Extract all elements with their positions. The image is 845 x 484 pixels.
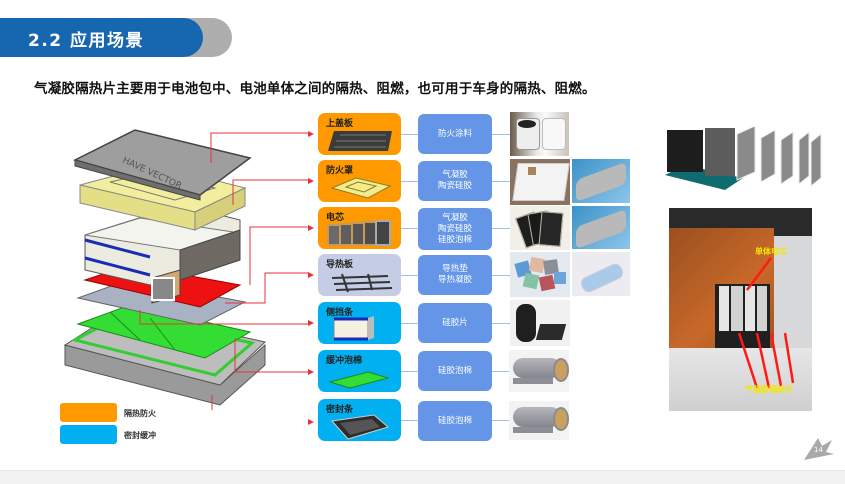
- thermal-plate-icon: [331, 273, 393, 293]
- connector-line: [492, 371, 510, 372]
- thermal-gel-photo: [572, 252, 630, 296]
- annotation-arrows: [737, 257, 795, 389]
- seal-strip-icon: [331, 414, 390, 440]
- arrow-head-icon: [308, 225, 314, 231]
- page-number-arrow-icon: [804, 438, 834, 460]
- arrow-head-icon: [308, 320, 314, 326]
- connector-line: [401, 134, 418, 135]
- component-top-cover: 上盖板: [318, 113, 401, 155]
- connector-line: [401, 323, 418, 324]
- connector-line: [401, 181, 418, 182]
- cell-module-render: [665, 125, 822, 190]
- connector-line: [492, 420, 510, 421]
- connector-line: [492, 181, 510, 182]
- section-title: 2.2 应用场景: [28, 31, 145, 51]
- battery-cells-icon: [327, 220, 391, 246]
- buffer-foam-icon: [328, 371, 390, 389]
- aerogel-sheet-annotation: 气凝胶隔热片: [745, 385, 793, 394]
- component-label: 防火罩: [326, 166, 354, 176]
- connector-line: [492, 228, 510, 229]
- material-box: 硅胶泡棉: [418, 401, 492, 441]
- material-box: 防火涂料: [418, 114, 492, 154]
- aerogel-sheets-photo: [510, 206, 570, 250]
- connector-line: [401, 420, 418, 421]
- arrow-head-icon: [308, 131, 314, 137]
- aerogel-sheet-roll-photo: [572, 206, 630, 249]
- component-label: 密封条: [326, 405, 354, 415]
- component-seal-strip: 密封条: [318, 399, 401, 441]
- battery-pack-exploded-diagram: HAVE VECTOR: [63, 129, 308, 410]
- material-box: 气凝胶陶瓷硅胶: [418, 161, 492, 201]
- installed-aerogel-photo: 单体电芯 气凝胶隔热片: [669, 208, 812, 411]
- material-box: 气凝胶陶瓷硅胶硅胶泡棉: [418, 208, 492, 250]
- component-label: 导热板: [326, 260, 354, 270]
- buffer-foam-layer: [76, 304, 252, 359]
- page-number: 14: [814, 446, 823, 454]
- component-cell: 电芯: [318, 207, 401, 249]
- material-box: 硅胶泡棉: [418, 351, 492, 391]
- ceramic-silicone-tray-photo: [510, 159, 570, 205]
- aerogel-sheet-roll-photo: [572, 159, 630, 203]
- thermal-pads-photo: [510, 252, 570, 297]
- connector-line: [401, 228, 418, 229]
- connector-line: [492, 275, 510, 276]
- legend-label-seal: 密封缓冲: [124, 431, 156, 440]
- component-buffer-foam: 缓冲泡棉: [318, 350, 401, 392]
- slide-subtitle: 气凝胶隔热片主要用于电池包中、电池单体之间的隔热、阻燃，也可用于车身的隔热、阻燃…: [34, 81, 596, 97]
- legend-label-fire: 隔热防火: [124, 409, 156, 418]
- legend-swatch-fire: [60, 403, 117, 422]
- section-header-tab: [0, 18, 203, 57]
- legend-swatch-seal: [60, 425, 117, 444]
- component-label: 上盖板: [326, 119, 354, 129]
- side-strip-icon: [333, 316, 374, 341]
- arrow-head-icon: [308, 419, 314, 425]
- component-label: 侧挡条: [326, 308, 354, 318]
- silicone-foam-roll-photo: [509, 350, 569, 392]
- component-label: 电芯: [326, 213, 345, 223]
- cell-annotation: 单体电芯: [755, 247, 787, 256]
- material-box: 硅胶片: [418, 303, 492, 343]
- footer-bar: [0, 470, 845, 484]
- silicone-sheet-photo: [510, 300, 570, 346]
- fireproof-coating-photo: [510, 112, 569, 156]
- connector-line: [492, 134, 510, 135]
- component-side-strip: 侧挡条: [318, 302, 401, 344]
- cell-modules: [84, 204, 241, 304]
- arrow-head-icon: [308, 178, 314, 184]
- material-box: 导热垫导热凝胶: [418, 255, 492, 295]
- component-label: 缓冲泡棉: [326, 356, 363, 366]
- silicone-foam-roll-photo: [509, 401, 569, 440]
- connector-line: [492, 323, 510, 324]
- component-fire-shield: 防火罩: [318, 160, 401, 202]
- arrow-head-icon: [308, 272, 314, 278]
- connector-line: [401, 275, 418, 276]
- component-thermal-plate: 导热板: [318, 254, 401, 296]
- arrow-head-icon: [308, 369, 314, 375]
- top-cover-icon: [328, 131, 392, 151]
- connector-line: [401, 371, 418, 372]
- leader-lines: [139, 132, 308, 410]
- fire-shield-icon: [330, 177, 392, 199]
